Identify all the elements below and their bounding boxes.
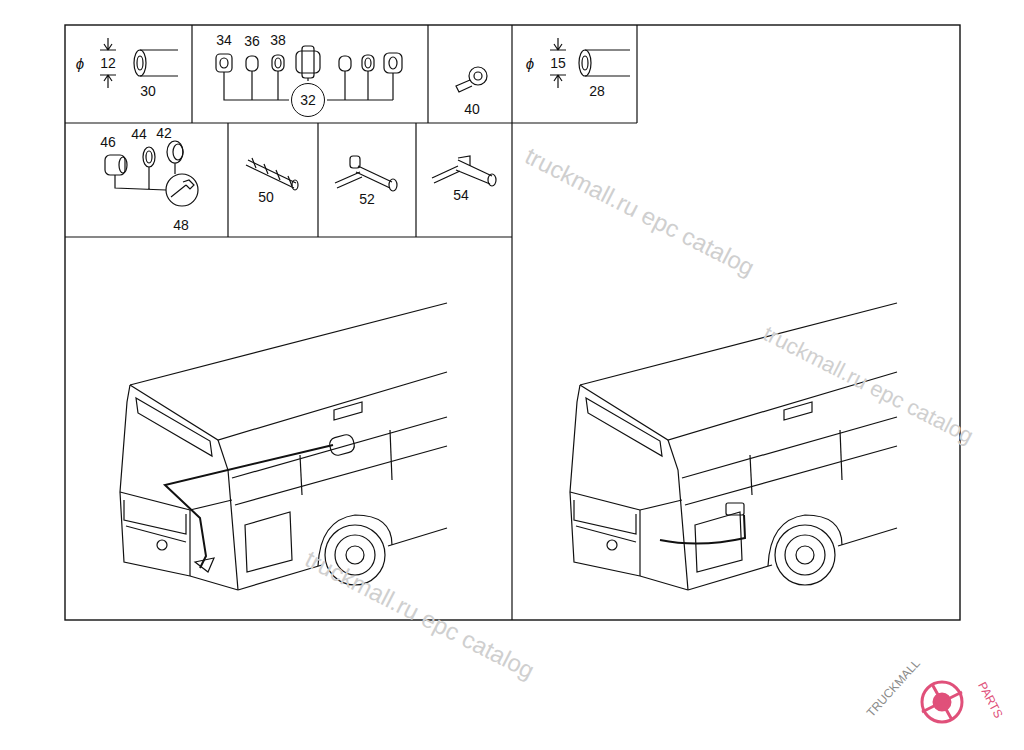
drawing-stroke bbox=[432, 160, 492, 184]
drawing-stroke bbox=[165, 445, 333, 568]
drawing-stroke bbox=[339, 56, 351, 71]
bus-left bbox=[120, 303, 447, 590]
drawing-stroke bbox=[474, 72, 482, 80]
watermark: truckmall.ru epc catalog bbox=[522, 144, 759, 280]
callout-number: 52 bbox=[359, 192, 375, 206]
drawing-stroke bbox=[167, 141, 183, 163]
callout-number: 28 bbox=[589, 84, 605, 98]
bus-right bbox=[570, 303, 897, 590]
callout-number: 34 bbox=[216, 33, 232, 47]
callout-number: 36 bbox=[244, 34, 260, 48]
drawing-stroke bbox=[216, 54, 232, 72]
drawing-stroke bbox=[469, 67, 487, 85]
drawing-stroke bbox=[302, 46, 314, 78]
diameter-symbol: ϕ bbox=[526, 56, 534, 71]
drawing-stroke bbox=[246, 160, 296, 188]
drawing-stroke bbox=[362, 55, 374, 71]
dimension-value: 15 bbox=[550, 56, 566, 70]
drawing-stroke bbox=[143, 147, 155, 167]
drawing-stroke bbox=[550, 38, 566, 88]
callout-number: 30 bbox=[140, 84, 156, 98]
drawing-stroke bbox=[272, 55, 284, 71]
drawing-stroke bbox=[488, 174, 496, 186]
callout-number: 50 bbox=[258, 190, 274, 204]
drawing-stroke bbox=[173, 144, 183, 160]
logo-text: PARTS bbox=[976, 680, 1005, 720]
drawing-stroke bbox=[252, 158, 292, 186]
drawing-stroke bbox=[365, 58, 371, 68]
drawing-stroke bbox=[456, 80, 472, 92]
watermark: truckmall.ru epc catalog bbox=[759, 322, 976, 447]
callout-number: 54 bbox=[453, 188, 469, 202]
drawing-stroke bbox=[275, 58, 281, 68]
callout-number: 38 bbox=[270, 33, 286, 47]
drawing-stroke bbox=[195, 558, 214, 572]
drawing-stroke bbox=[585, 50, 630, 76]
drawing-stroke bbox=[115, 163, 175, 190]
logo-text: TRUCKMALL bbox=[864, 657, 922, 719]
diameter-symbol: ϕ bbox=[76, 56, 84, 71]
drawing-stroke bbox=[292, 180, 298, 190]
drawing-stroke bbox=[246, 56, 258, 71]
drawing-stroke bbox=[65, 25, 960, 620]
drawing-stroke bbox=[389, 179, 397, 191]
drawing-stroke bbox=[328, 433, 356, 457]
callout-number: 44 bbox=[131, 127, 147, 141]
drawing-stroke bbox=[582, 56, 588, 70]
drawing-stroke bbox=[65, 25, 637, 620]
drawing-stroke bbox=[134, 50, 146, 76]
drawing-stroke bbox=[171, 180, 194, 197]
drawing-stroke bbox=[726, 503, 744, 515]
callout-number: 48 bbox=[173, 218, 189, 232]
dimension-value: 12 bbox=[100, 56, 116, 70]
callout-circle: 32 bbox=[291, 83, 325, 117]
drawing-stroke bbox=[922, 684, 962, 720]
callout-number: 32 bbox=[300, 93, 316, 107]
drawing-stroke bbox=[105, 155, 125, 175]
drawing-stroke bbox=[350, 156, 360, 168]
drawing-stroke bbox=[458, 156, 470, 166]
drawing-stroke bbox=[389, 57, 397, 69]
drawing-stroke bbox=[296, 51, 320, 73]
watermark: truckmall.ru epc catalog bbox=[302, 547, 539, 683]
callout-number: 46 bbox=[100, 135, 116, 149]
callout-number: 42 bbox=[156, 126, 172, 140]
drawing-stroke bbox=[119, 157, 127, 173]
drawing-stroke bbox=[384, 53, 402, 73]
drawing-stroke bbox=[660, 515, 745, 544]
drawing-stroke bbox=[922, 682, 962, 722]
drawing-stroke bbox=[579, 50, 591, 76]
drawing-stroke bbox=[146, 151, 152, 163]
drawing-stroke bbox=[335, 166, 392, 188]
drawing-stroke bbox=[166, 174, 198, 206]
drawing-stroke bbox=[100, 38, 116, 88]
drawing-stroke bbox=[922, 682, 962, 722]
drawing-stroke bbox=[220, 58, 228, 68]
drawing-stroke bbox=[137, 56, 143, 70]
callout-number: 40 bbox=[464, 102, 480, 116]
